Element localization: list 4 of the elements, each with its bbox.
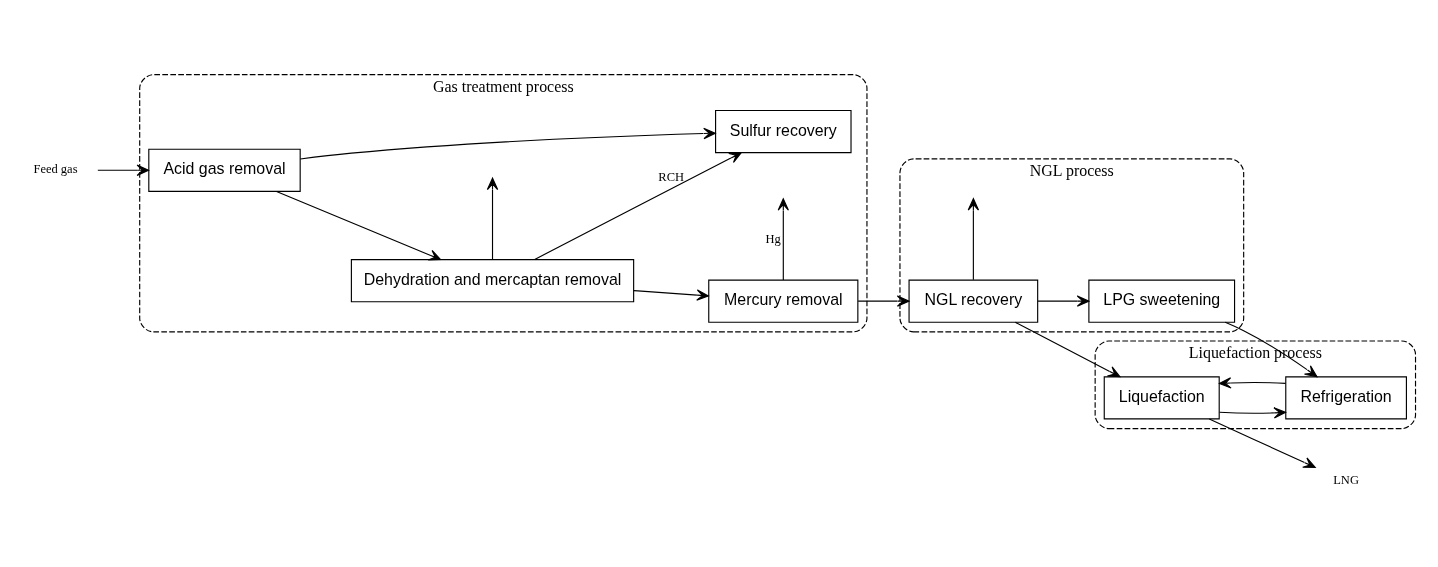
node-text: Feed gas — [33, 162, 78, 177]
node-text: LNG — [1333, 473, 1359, 488]
edge-label: RCH — [658, 170, 685, 185]
edge-label: Hg — [765, 231, 781, 246]
